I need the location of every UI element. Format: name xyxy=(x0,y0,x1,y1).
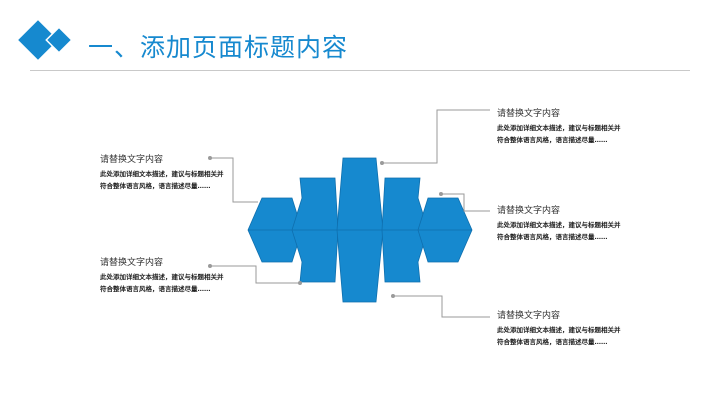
page-title: 一、添加页面标题内容 xyxy=(88,33,349,62)
block-title: 请替换文字内容 xyxy=(100,155,164,165)
block-title: 请替换文字内容 xyxy=(100,258,164,268)
logo-diamonds-icon xyxy=(18,20,73,60)
leader-dots xyxy=(208,156,443,298)
title-divider xyxy=(30,70,690,71)
block-desc: 此处添加详细文本描述，建议与标题相关并符合整体语言风格，语言描述尽量…… xyxy=(497,221,621,241)
block-desc: 此处添加详细文本描述，建议与标题相关并符合整体语言风格，语言描述尽量…… xyxy=(497,326,621,346)
leader-lines xyxy=(210,109,490,318)
block-title: 请替换文字内容 xyxy=(497,311,561,321)
text-block-left-bottom: 请替换文字内容 此处添加详细文本描述，建议与标题相关并符合整体语言风格，语言描述… xyxy=(100,257,225,295)
text-block-right-bottom: 请替换文字内容 此处添加详细文本描述，建议与标题相关并符合整体语言风格，语言描述… xyxy=(497,310,622,348)
block-desc: 此处添加详细文本描述，建议与标题相关并符合整体语言风格，语言描述尽量…… xyxy=(100,273,224,293)
text-block-right-middle: 请替换文字内容 此处添加详细文本描述，建议与标题相关并符合整体语言风格，语言描述… xyxy=(497,205,622,243)
text-block-left-top: 请替换文字内容 此处添加详细文本描述，建议与标题相关并符合整体语言风格，语言描述… xyxy=(100,154,225,192)
block-desc: 此处添加详细文本描述，建议与标题相关并符合整体语言风格，语言描述尽量…… xyxy=(497,124,621,144)
block-title: 请替换文字内容 xyxy=(497,206,561,216)
hexagon-bars-graphic xyxy=(247,157,473,303)
block-desc: 此处添加详细文本描述，建议与标题相关并符合整体语言风格，语言描述尽量…… xyxy=(100,170,224,190)
block-title: 请替换文字内容 xyxy=(497,109,561,119)
text-block-right-top: 请替换文字内容 此处添加详细文本描述，建议与标题相关并符合整体语言风格，语言描述… xyxy=(497,108,622,146)
